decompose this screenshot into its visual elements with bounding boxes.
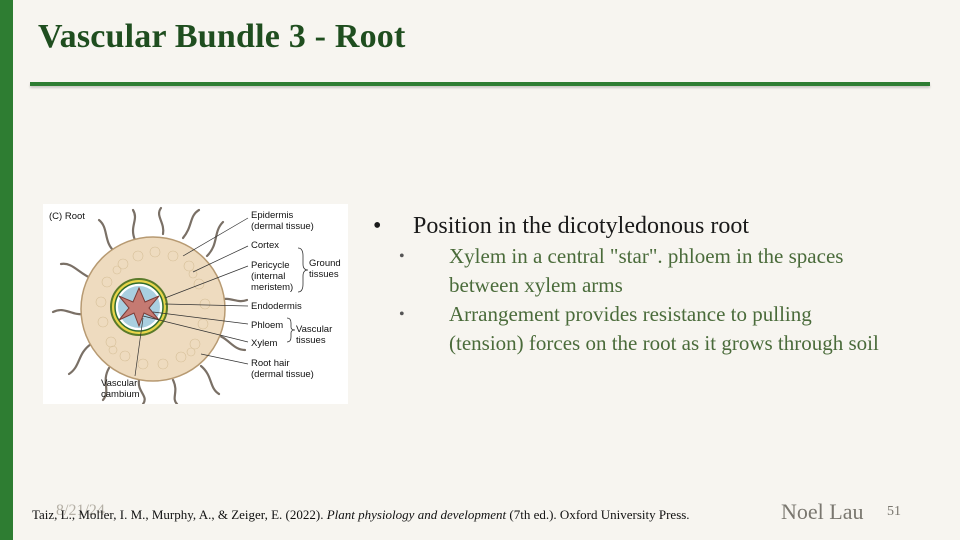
sub-bullet-1-line1: Xylem in a central "star". phloem in the… bbox=[449, 244, 844, 268]
xylem-star bbox=[118, 286, 160, 328]
label-pericycle: Pericycle bbox=[251, 260, 290, 271]
label-phloem: Phloem bbox=[251, 320, 283, 331]
citation-authors: Taiz, L., Moller, I. M., Murphy, A., & Z… bbox=[32, 507, 327, 522]
citation-title: Plant physiology and development bbox=[326, 507, 507, 522]
footer-author: Noel Lau bbox=[781, 499, 864, 524]
citation-rest: (7th ed.). Oxford University Press. bbox=[506, 507, 690, 522]
bullet-main-text: Position in the dicotyledonous root bbox=[413, 213, 749, 239]
sub-bullet-2-line2: (tension) forces on the root as it grows… bbox=[449, 331, 879, 355]
left-accent-bar bbox=[0, 0, 13, 540]
label-endodermis: Endodermis bbox=[251, 301, 302, 312]
sub-bullet-1: • Xylem in a central "star". phloem in t… bbox=[373, 242, 943, 300]
label-cambium: Vascular bbox=[101, 378, 137, 389]
vascular-brace bbox=[286, 317, 296, 343]
citation: Taiz, L., Moller, I. M., Murphy, A., & Z… bbox=[32, 507, 690, 523]
sub-bullet-marker: • bbox=[399, 248, 405, 265]
label-xylem: Xylem bbox=[251, 338, 277, 349]
page-number: 51 bbox=[887, 504, 901, 519]
root-hairs bbox=[51, 206, 249, 404]
root-cross-section-figure: (C) Root Epidermis (dermal tissue) Corte… bbox=[43, 204, 348, 404]
panel-label: (C) Root bbox=[49, 211, 85, 222]
sub-bullet-1-line2: between xylem arms bbox=[449, 273, 623, 297]
label-pericycle-sub1: (internal bbox=[251, 271, 285, 282]
label-epidermis: Epidermis bbox=[251, 210, 293, 221]
label-epidermis-sub: (dermal tissue) bbox=[251, 221, 314, 232]
slide-title: Vascular Bundle 3 - Root bbox=[38, 18, 406, 55]
label-root-hair: Root hair bbox=[251, 358, 290, 369]
sub-bullet-marker: • bbox=[399, 306, 405, 323]
ground-brace bbox=[297, 247, 309, 293]
bullet-main: • Position in the dicotyledonous root bbox=[373, 210, 943, 242]
label-cambium-sub: cambium bbox=[101, 389, 140, 400]
label-root-hair-sub: (dermal tissue) bbox=[251, 369, 314, 380]
label-ground-sub: tissues bbox=[309, 269, 339, 280]
label-vascular-sub: tissues bbox=[296, 335, 326, 346]
label-pericycle-sub2: meristem) bbox=[251, 282, 293, 293]
bullet-marker: • bbox=[373, 213, 382, 239]
label-vascular: Vascular bbox=[296, 324, 332, 335]
bullet-list: • Position in the dicotyledonous root • … bbox=[373, 210, 943, 358]
cortex-cells bbox=[95, 246, 211, 370]
label-ground: Ground bbox=[309, 258, 341, 269]
sub-bullet-2: • Arrangement provides resistance to pul… bbox=[373, 300, 943, 358]
footer-date: 8/21/24 bbox=[56, 502, 105, 519]
root-diagram: (C) Root Epidermis (dermal tissue) Corte… bbox=[49, 206, 341, 404]
label-cortex: Cortex bbox=[251, 240, 279, 251]
title-divider bbox=[30, 82, 930, 86]
leader-lines bbox=[134, 217, 249, 377]
sub-bullet-2-line1: Arrangement provides resistance to pulli… bbox=[449, 302, 812, 326]
